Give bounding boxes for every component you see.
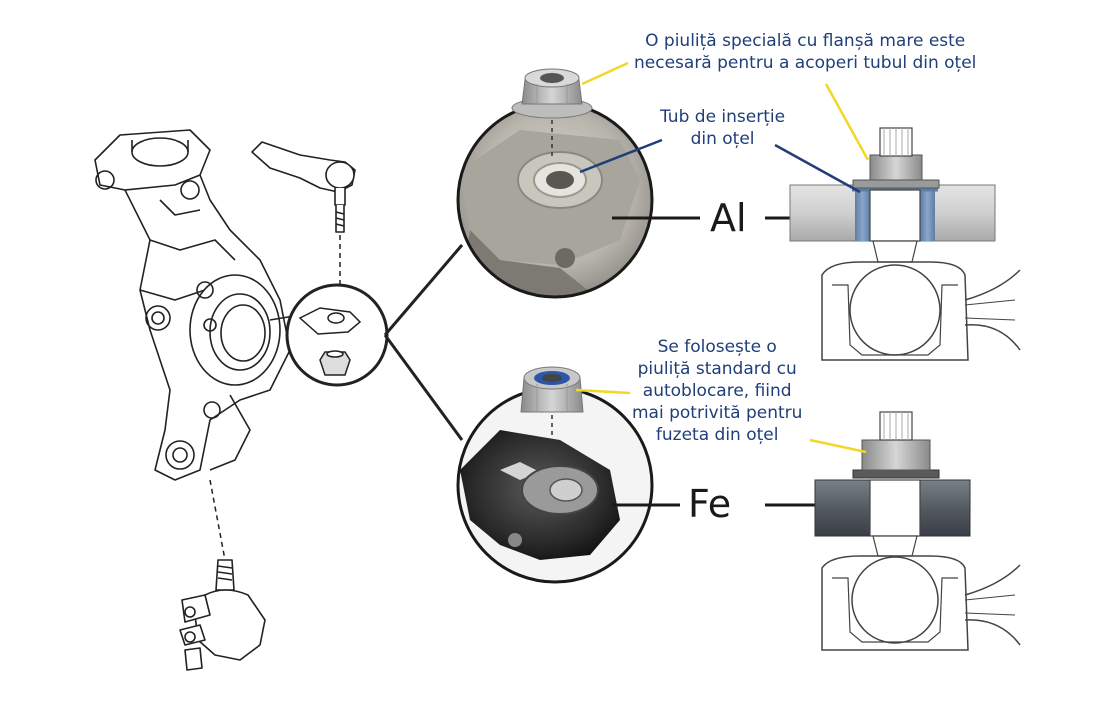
leader-top-nut-section xyxy=(824,83,870,161)
aluminium-cross-section xyxy=(789,127,1021,361)
leader-insert-section xyxy=(774,143,861,194)
leader-insert-photo xyxy=(579,138,663,174)
tie-rod-end-icon xyxy=(251,141,356,233)
label-aluminium: Al xyxy=(710,196,747,240)
callout-steel-insert-line-1: Tub de inserție xyxy=(660,107,786,127)
callout-flange-nut-line-1: O piuliță specială cu flanșă mare este xyxy=(645,31,966,51)
label-steel: Fe xyxy=(688,482,732,526)
nylon-lock-nut-icon xyxy=(520,366,584,413)
callout-lock-nut-line-1: Se folosește o xyxy=(657,337,777,357)
callout-lock-nut-line-5: fuzeta din oțel xyxy=(655,425,779,445)
callout-lock-nut-line-3: autoblocare, fiind xyxy=(642,381,792,401)
callout-lock-nut-line-4: mai potrivită pentru xyxy=(632,403,803,423)
leader-lock-nut-section xyxy=(809,438,867,454)
steel-knuckle-photo xyxy=(456,386,654,584)
aluminium-knuckle-photo xyxy=(456,101,654,299)
callout-steel-insert: Tub de inserție din oțel xyxy=(660,106,785,150)
leader-lock-nut-photo xyxy=(575,388,631,395)
detail-magnifier-circle xyxy=(285,283,389,387)
ball-joint-icon xyxy=(179,559,266,671)
callout-flange-nut-line-2: necesară pentru a acoperi tubul din oțel xyxy=(634,53,977,73)
callout-lock-nut-line-2: piuliță standard cu xyxy=(637,359,797,379)
callout-steel-insert-line-2: din oțel xyxy=(690,129,755,149)
callout-lock-nut: Se folosește o piuliță standard cu autob… xyxy=(632,336,802,446)
steel-cross-section xyxy=(814,411,1021,651)
flange-nut-icon xyxy=(511,68,593,119)
leader-top-nut-photo xyxy=(581,61,629,86)
callout-flange-nut: O piuliță specială cu flanșă mare este n… xyxy=(634,30,976,74)
steering-knuckle-icon xyxy=(94,129,341,481)
